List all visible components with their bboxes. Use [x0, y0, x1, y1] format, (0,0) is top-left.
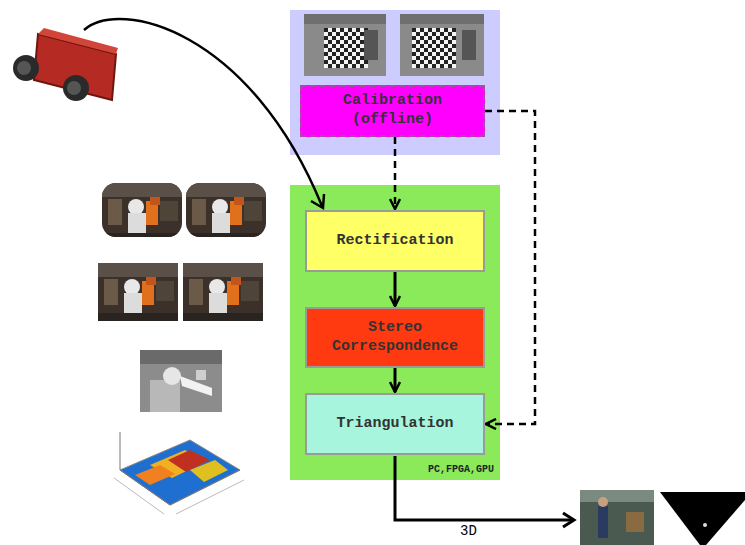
surface-plot — [114, 432, 244, 514]
output-label: 3D — [458, 523, 479, 540]
arrowhead — [563, 513, 574, 527]
disparity-map — [140, 350, 222, 412]
process-box: Stereo Correspondence — [305, 307, 485, 368]
box-label: Stereo Correspondence — [313, 319, 477, 357]
process-box: Rectification — [305, 210, 485, 272]
calibration-panel — [290, 10, 500, 155]
rectified-image — [183, 263, 263, 321]
distorted-image — [186, 183, 266, 241]
calibration-box: Calibration (offline) — [300, 85, 485, 137]
processing-panel: PC,FPGA,GPU RectificationStereo Correspon… — [290, 185, 500, 480]
box-label: Calibration (offline) — [308, 92, 477, 130]
box-label: Triangulation — [336, 415, 453, 434]
box-label: Rectification — [336, 232, 453, 251]
output-image — [580, 490, 654, 545]
platform-label: PC,FPGA,GPU — [428, 464, 494, 475]
distorted-image — [102, 183, 182, 241]
stereo-camera — [13, 28, 118, 101]
checkerboard-image — [304, 14, 386, 76]
process-box: Triangulation — [305, 393, 485, 455]
camera-cable-arrow — [84, 19, 322, 206]
rectified-image — [98, 263, 178, 321]
output-depth-image — [658, 490, 745, 545]
checkerboard-image — [400, 14, 484, 76]
